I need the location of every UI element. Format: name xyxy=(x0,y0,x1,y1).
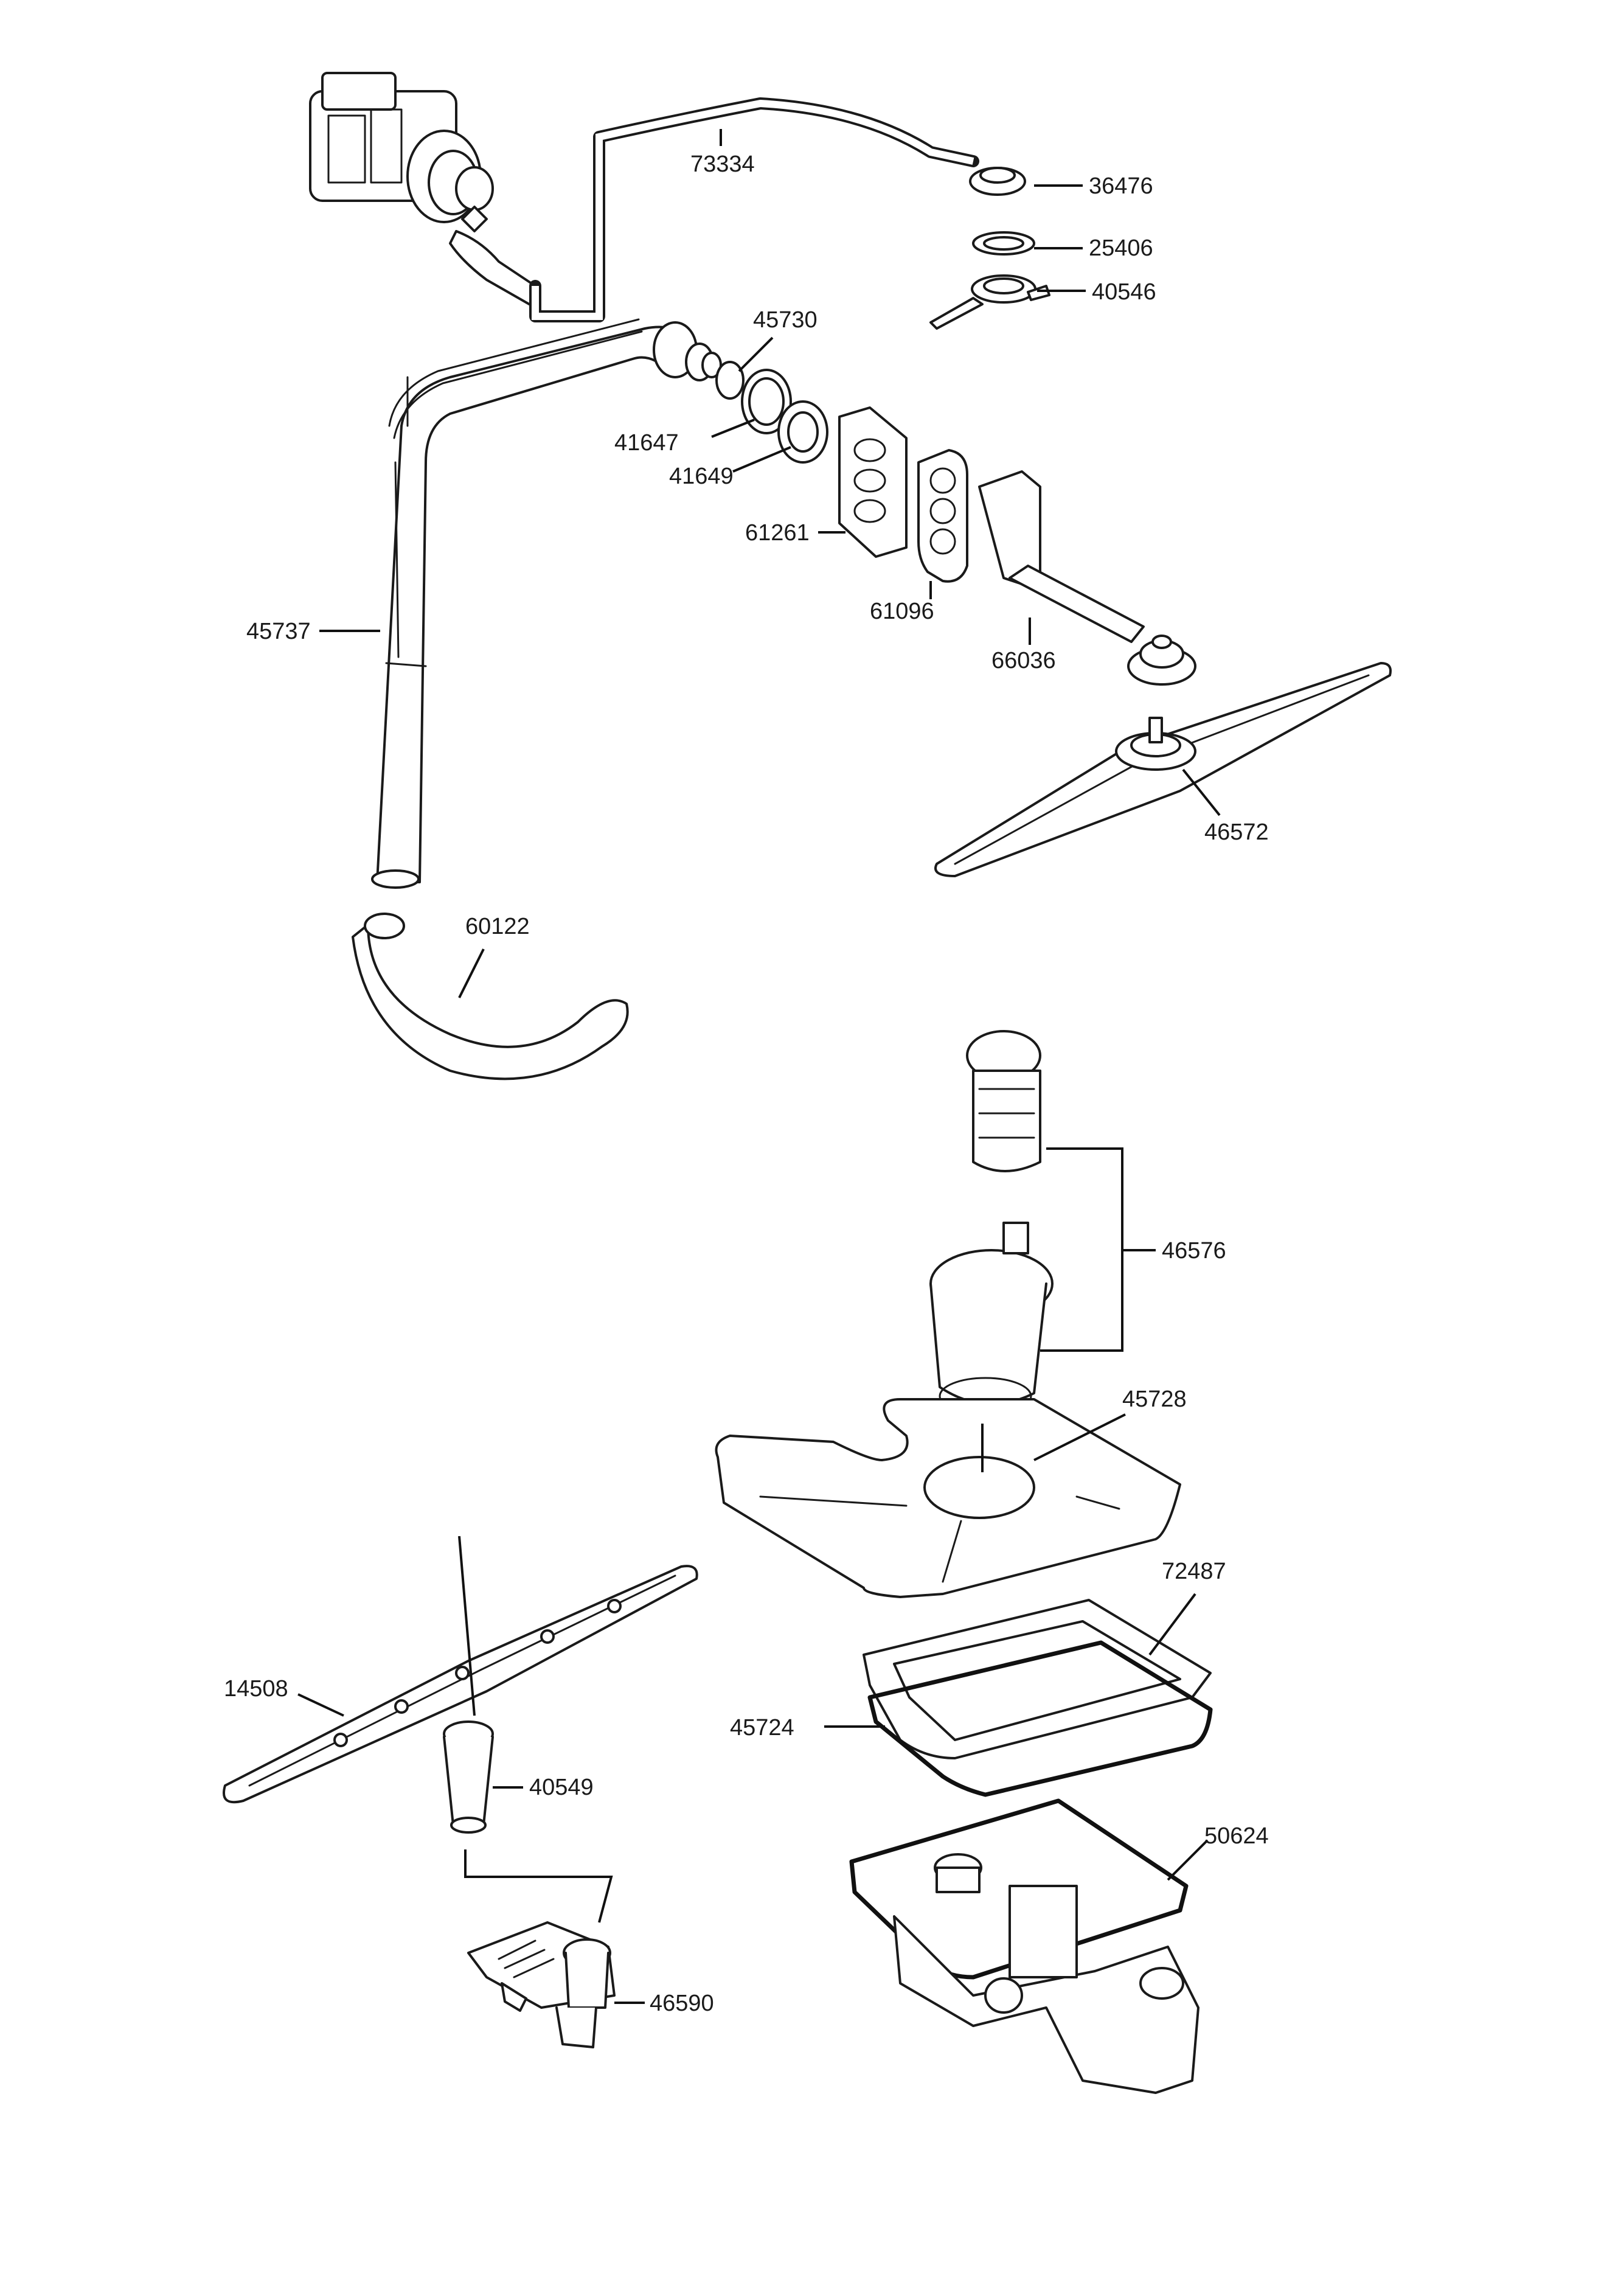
label-40549: 40549 xyxy=(529,1775,594,1800)
label-45730: 45730 xyxy=(753,307,818,333)
label-25406: 25406 xyxy=(1089,235,1153,261)
part-66036-shape xyxy=(978,470,1196,686)
part-41649-shape xyxy=(777,400,828,464)
label-46572: 46572 xyxy=(1204,819,1269,845)
part-46576-shape xyxy=(929,1030,1054,1416)
part-61261-shape xyxy=(838,406,908,558)
part-labels: 73334 36476 25406 40546 45730 41647 4164… xyxy=(224,151,1269,2016)
part-50624-shape xyxy=(849,1798,1200,2094)
label-45737: 45737 xyxy=(246,619,311,644)
part-45730-shape xyxy=(715,361,745,400)
part-40549-shape xyxy=(443,1720,494,1834)
label-46576: 46576 xyxy=(1162,1238,1226,1264)
part-60122-shape xyxy=(352,913,629,1080)
hose-73334 xyxy=(529,97,979,322)
label-40546: 40546 xyxy=(1092,279,1156,305)
label-41649: 41649 xyxy=(669,464,734,489)
label-60122: 60122 xyxy=(465,914,530,939)
label-14508: 14508 xyxy=(224,1676,288,1702)
riser-nozzle xyxy=(653,321,722,381)
part-61096-shape xyxy=(917,449,968,583)
pump-motor xyxy=(309,72,539,305)
label-72487: 72487 xyxy=(1162,1559,1226,1584)
part-40546-shape xyxy=(929,274,1050,330)
label-61261: 61261 xyxy=(745,520,810,546)
part-45724-shape xyxy=(867,1640,1213,1797)
label-61096: 61096 xyxy=(870,599,934,624)
label-46590: 46590 xyxy=(650,1991,714,2016)
label-45724: 45724 xyxy=(730,1715,794,1741)
label-66036: 66036 xyxy=(991,648,1056,673)
leader-lines xyxy=(297,129,1221,2004)
label-50624: 50624 xyxy=(1204,1823,1269,1849)
part-45728-shape xyxy=(715,1398,1181,1598)
riser-tube-45737 xyxy=(371,318,707,889)
part-14508-shape xyxy=(223,1565,698,1804)
part-46590-shape xyxy=(467,1921,616,2048)
part-46572-shape xyxy=(934,662,1392,877)
label-73334: 73334 xyxy=(690,151,755,177)
label-36476: 36476 xyxy=(1089,173,1153,199)
label-45728: 45728 xyxy=(1122,1386,1187,1412)
label-41647: 41647 xyxy=(614,430,679,456)
